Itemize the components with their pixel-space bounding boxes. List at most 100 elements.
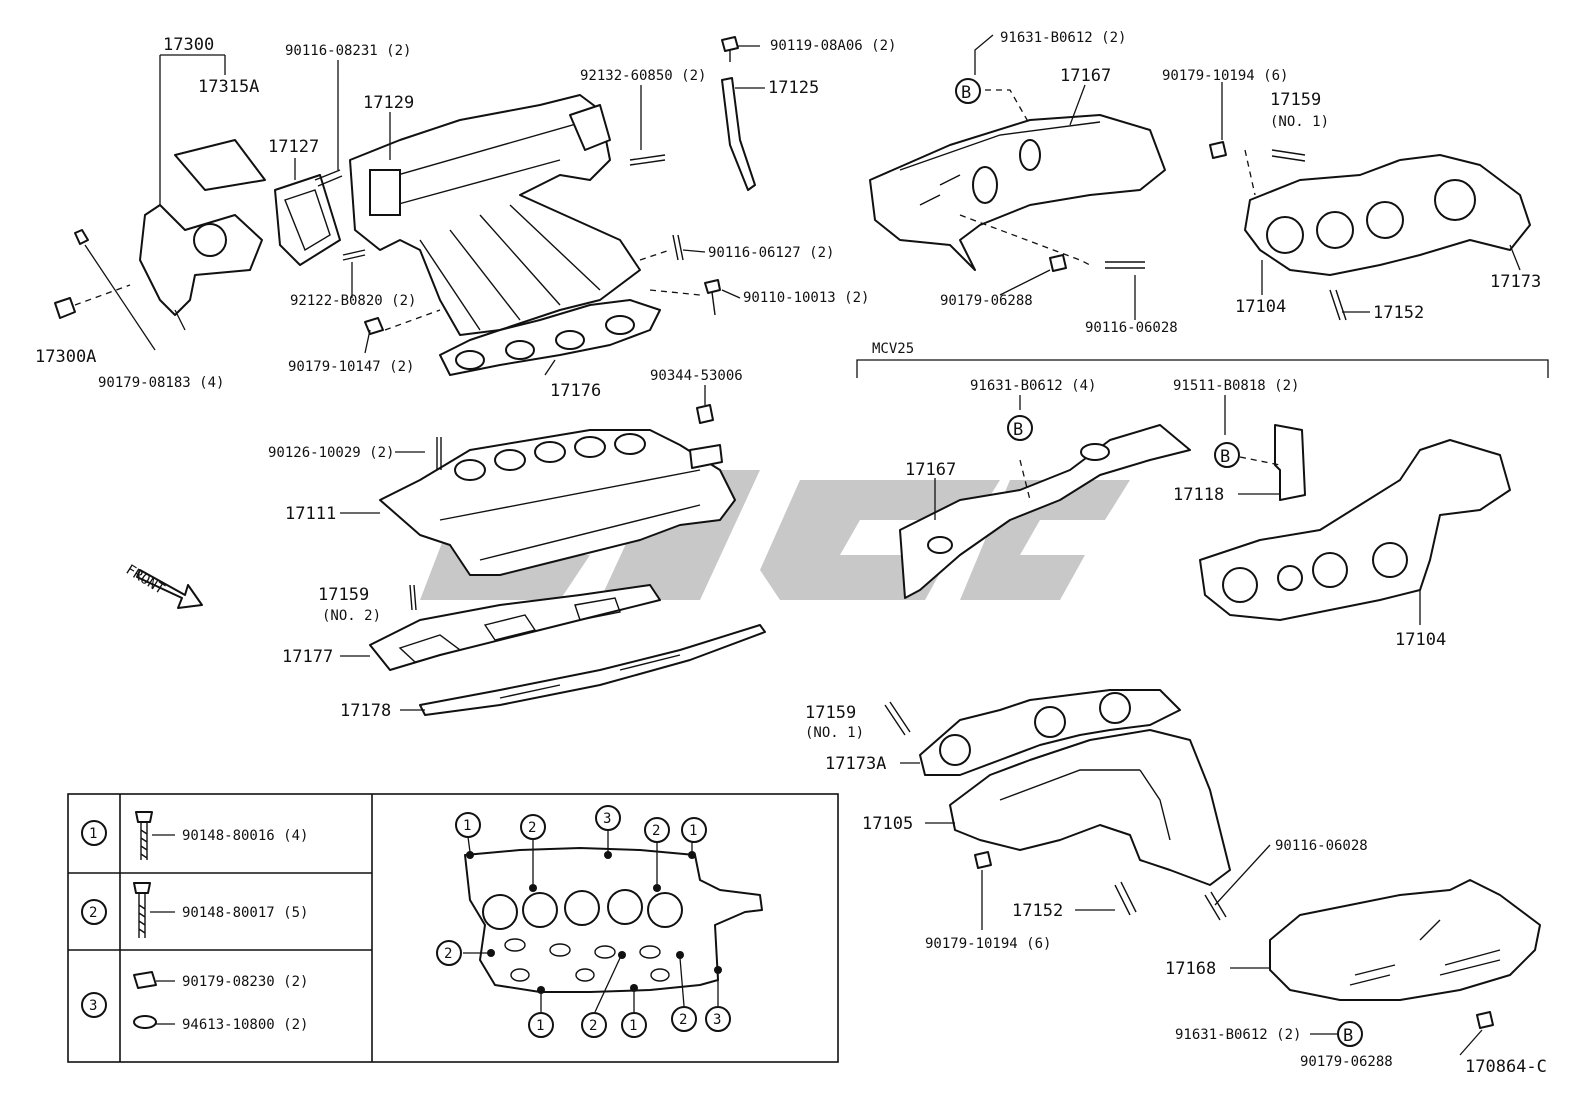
marker-b-mid-right: B xyxy=(1214,442,1240,468)
row-3-number: 3 xyxy=(89,998,97,1014)
label-17159-no1-bot-sub: (NO. 1) xyxy=(805,725,864,741)
stud-90116-06127 xyxy=(672,234,684,261)
nut-90179-06288-bot xyxy=(1476,1011,1494,1029)
label-17152-bot: 17152 xyxy=(1012,901,1063,921)
label-17125: 17125 xyxy=(768,78,819,98)
label-90179-08183: 90179-08183 (4) xyxy=(98,375,224,391)
leader-lines xyxy=(294,34,1521,1056)
svg-text:B: B xyxy=(1013,420,1023,440)
svg-text:B: B xyxy=(1343,1026,1353,1046)
label-17173a: 17173A xyxy=(825,754,886,774)
row-2-part: 90148-80017 (5) xyxy=(182,905,308,921)
label-90116-06028-bot: 90116-06028 xyxy=(1275,838,1368,854)
nut-90179-10147 xyxy=(364,317,384,335)
stud-90116-06028-top xyxy=(1105,261,1145,269)
label-17118: 17118 xyxy=(1173,485,1224,505)
label-90179-10147: 90179-10147 (2) xyxy=(288,359,414,375)
label-17129: 17129 xyxy=(363,93,414,113)
throttle-flange xyxy=(569,104,611,151)
label-17159-no2: 17159 xyxy=(318,585,369,605)
stud-17159-no2 xyxy=(409,584,417,611)
stud-17152-bot xyxy=(1114,881,1137,916)
label-90344-53006: 90344-53006 xyxy=(650,368,743,384)
pattern-bottom-1: 1 xyxy=(536,1018,544,1034)
marker-b-bottom: B xyxy=(1337,1021,1363,1047)
gasket-17178 xyxy=(419,624,766,716)
label-92122-b0820: 92122-B0820 (2) xyxy=(290,293,416,309)
label-17104-top: 17104 xyxy=(1235,297,1286,317)
exhaust-manifold-17104-top xyxy=(1244,154,1531,276)
label-91511-b0818: 91511-B0818 (2) xyxy=(1173,378,1299,394)
label-mcv25: MCV25 xyxy=(872,341,914,357)
label-90179-06288-top: 90179-06288 xyxy=(940,293,1033,309)
throttle-bore xyxy=(193,223,227,257)
stud-90116-06028-bot xyxy=(1204,891,1227,921)
table-row-1: 1 90148-80016 (4) xyxy=(81,811,308,860)
front-label: FRONT xyxy=(123,562,168,598)
bolt-icon xyxy=(135,811,153,823)
stud-90126-10029 xyxy=(436,437,442,470)
stud-92132-60850 xyxy=(629,154,666,166)
label-17104-mid: 17104 xyxy=(1395,630,1446,650)
throttle-body xyxy=(139,204,263,316)
pattern-top-3: 3 xyxy=(603,811,611,827)
label-17127: 17127 xyxy=(268,137,319,157)
label-17159-no1-top: 17159 xyxy=(1270,90,1321,110)
label-90179-10194-top: 90179-10194 (6) xyxy=(1162,68,1288,84)
part-labels: 17300 17315A 17300A 90179-08183 (4) 9011… xyxy=(35,30,1547,1077)
label-91631-mid: 91631-B0612 (4) xyxy=(970,378,1096,394)
manifold-inlet xyxy=(369,169,401,216)
front-arrow: FRONT xyxy=(123,562,203,609)
cap-90344-53006 xyxy=(696,404,714,424)
label-17105: 17105 xyxy=(862,814,913,834)
pattern-bottom-5: 3 xyxy=(713,1012,721,1028)
gasket-17127 xyxy=(274,174,341,266)
label-90116-08231: 90116-08231 (2) xyxy=(285,43,411,59)
mcv25-bracket xyxy=(856,359,1549,378)
svg-text:B: B xyxy=(1220,447,1230,467)
gasket-17176 xyxy=(439,299,661,376)
label-17159-no2-sub: (NO. 2) xyxy=(322,608,381,624)
label-17300: 17300 xyxy=(163,35,214,55)
reference-code: 170864-C xyxy=(1465,1057,1547,1077)
nut-90179-06288-top xyxy=(1049,254,1067,272)
label-90179-06288-bot: 90179-06288 xyxy=(1300,1054,1393,1070)
label-90110-10013: 90110-10013 (2) xyxy=(743,290,869,306)
label-17176: 17176 xyxy=(550,381,601,401)
row-3-part-1: 90179-08230 (2) xyxy=(182,974,308,990)
row-1-part: 90148-80016 (4) xyxy=(182,828,308,844)
pattern-top-4: 2 xyxy=(652,823,660,839)
exhaust-manifold-17105 xyxy=(949,729,1231,886)
marker-b-mid-left: B xyxy=(1007,415,1033,441)
row-3-part-2: 94613-10800 (2) xyxy=(182,1017,308,1033)
stud-92122-b0820 xyxy=(342,249,366,261)
label-91631-bot: 91631-B0612 (2) xyxy=(1175,1027,1301,1043)
label-90119-08a06: 90119-08A06 (2) xyxy=(770,38,896,54)
label-17159-no1-top-sub: (NO. 1) xyxy=(1270,114,1329,130)
bolt-icon xyxy=(133,882,151,894)
pattern-bottom-2: 2 xyxy=(589,1018,597,1034)
label-92132-60850: 92132-60850 (2) xyxy=(580,68,706,84)
intake-manifold-17111 xyxy=(379,429,736,576)
label-17159-no1-bot: 17159 xyxy=(805,703,856,723)
label-17111: 17111 xyxy=(285,504,336,524)
row-2-number: 2 xyxy=(89,905,97,921)
label-17178: 17178 xyxy=(340,701,391,721)
bolt-90119-08a06 xyxy=(721,36,739,52)
heat-insulator-17167-mid xyxy=(899,424,1191,599)
label-90126-10029: 90126-10029 (2) xyxy=(268,445,394,461)
nut-90179-10194-bot xyxy=(974,851,992,869)
label-17173: 17173 xyxy=(1490,272,1541,292)
marker-b-top: B xyxy=(955,78,981,104)
bolt-table: 1 90148-80016 (4) 2 90148-80017 (5) 3 90… xyxy=(67,793,839,1063)
washer-icon xyxy=(133,1015,157,1029)
label-91631-top: 91631-B0612 (2) xyxy=(1000,30,1126,46)
bracket-17118 xyxy=(1274,424,1306,501)
label-90116-06028-top: 90116-06028 xyxy=(1085,320,1178,336)
pattern-top-1: 1 xyxy=(463,818,471,834)
nut-icon xyxy=(133,971,157,989)
bolt-90110-10013 xyxy=(704,279,721,294)
label-17152-top: 17152 xyxy=(1373,303,1424,323)
throttle-body-group xyxy=(54,54,266,351)
label-17300a: 17300A xyxy=(35,347,96,367)
